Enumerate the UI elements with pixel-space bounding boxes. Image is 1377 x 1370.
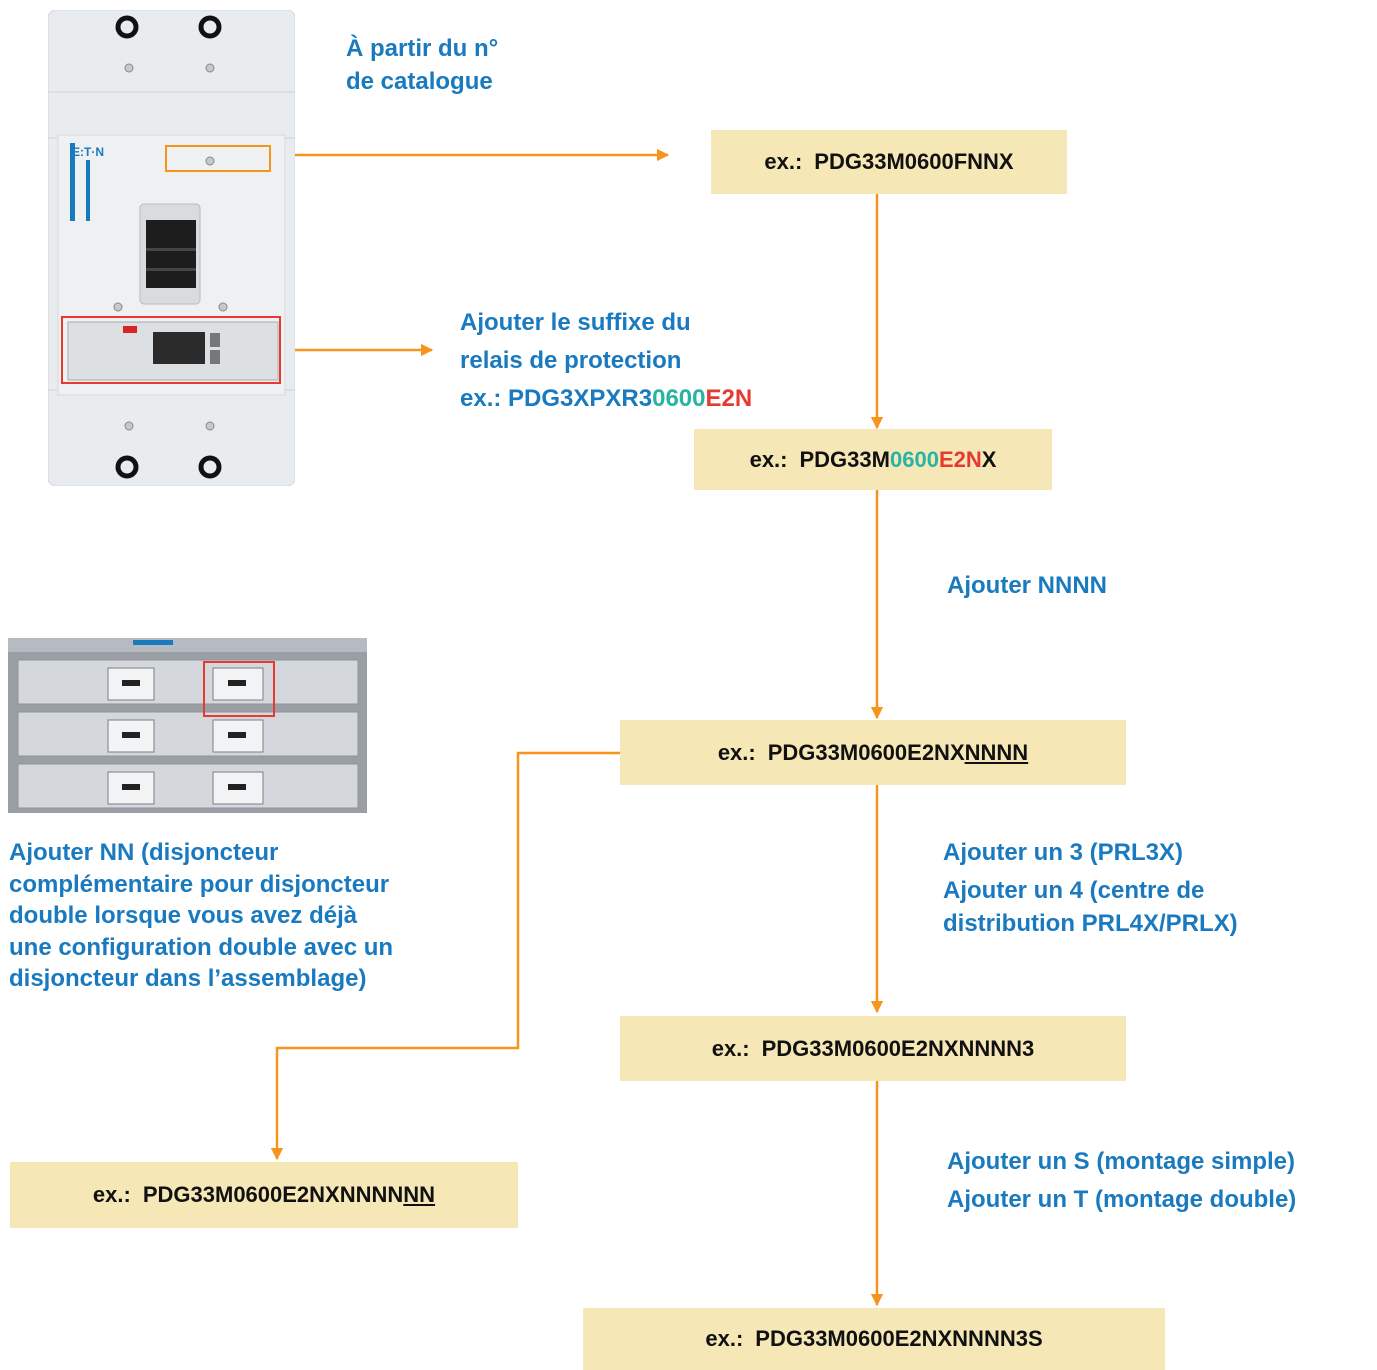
code-value: PDG33M0600FNNX [814, 149, 1014, 174]
step-line: Ajouter un 3 (PRL3X) [943, 839, 1184, 866]
arrow-code3-to-code6 [270, 751, 620, 1161]
terminal-hole-icon [198, 455, 222, 479]
step-add-s-or-t: Ajouter un S (montage simple) Ajouter un… [947, 1143, 1296, 1219]
step-add-3-or-4: Ajouter un 3 (PRL3X) Ajouter un 4 (centr… [943, 836, 1238, 940]
step-line: double lorsque vous avez déjà [9, 902, 358, 929]
code-prefix: ex.: [92, 1182, 131, 1207]
step-line: disjoncteur dans l’assemblage) [9, 965, 367, 992]
step-line: distribution PRL4X/PRLX) [943, 910, 1238, 937]
step-add-nnnn: Ajouter NNNN [947, 572, 1107, 599]
terminal-hole-icon [198, 15, 222, 39]
code-prefix: ex.: [764, 149, 803, 174]
intro-label-line: de catalogue [346, 68, 493, 95]
code-value: PDG33M0600E2NXNNNNNN [142, 1182, 436, 1207]
code-box-2: ex.: PDG33M0600E2NX [694, 429, 1052, 490]
step-line: Ajouter un S (montage simple) [947, 1148, 1296, 1175]
intro-label: À partir du n° de catalogue [346, 32, 498, 98]
step-line: Ajouter NN (disjoncteur [9, 839, 279, 866]
step-line: Ajouter un 4 (centre de [943, 877, 1205, 904]
relay-note-line: relais de protection [460, 347, 682, 374]
breaker-image: E:T·N [47, 9, 296, 487]
terminal-hole-icon [115, 455, 139, 479]
code-box-3: ex.: PDG33M0600E2NXNNNN [620, 720, 1126, 785]
switchboard-image [8, 638, 367, 813]
code-box-4: ex.: PDG33M0600E2NXNNNN3 [620, 1016, 1126, 1081]
code-prefix: ex.: [717, 739, 756, 765]
step-add-nn: Ajouter NN (disjoncteur complémentaire p… [9, 837, 393, 995]
code-prefix: ex.: [749, 446, 788, 472]
relay-suffix-note: Ajouter le suffixe du relais de protecti… [460, 304, 752, 418]
step-line: complémentaire pour disjoncteur [9, 870, 390, 898]
code-prefix: ex.: [711, 1035, 750, 1061]
step-line: une configuration double avec un [9, 933, 394, 961]
terminal-hole-icon [115, 15, 139, 39]
relay-note-line: Ajouter le suffixe du [460, 309, 691, 336]
device-brand: E:T·N [72, 145, 104, 159]
step-line: Ajouter un T (montage double) [947, 1186, 1297, 1213]
code-box-1: ex.: PDG33M0600FNNX [711, 130, 1067, 194]
relay-note-example: ex.: PDG3XPXR30600E2N [460, 385, 753, 412]
code-value: PDG33M0600E2NXNNNN3S [755, 1326, 1043, 1351]
code-prefix: ex.: [705, 1326, 744, 1351]
code-box-5: ex.: PDG33M0600E2NXNNNN3S [583, 1308, 1165, 1370]
code-box-6: ex.: PDG33M0600E2NXNNNNNN [10, 1162, 518, 1228]
code-value: PDG33M0600E2NX [799, 446, 997, 472]
code-value: PDG33M0600E2NXNNNN [767, 739, 1029, 765]
intro-label-line: À partir du n° [346, 35, 499, 62]
code-value: PDG33M0600E2NXNNNN3 [761, 1035, 1035, 1061]
